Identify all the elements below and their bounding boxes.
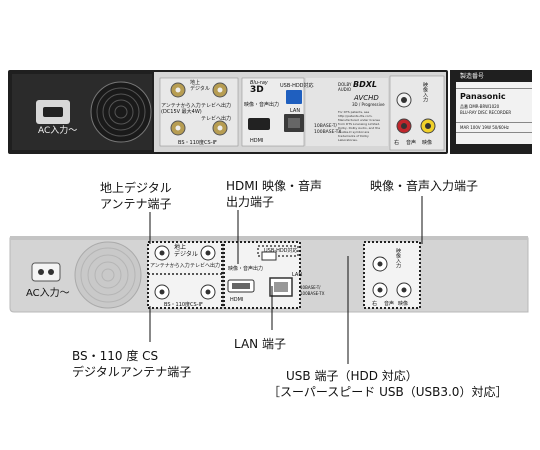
callout-lan: LAN 端子 [234,337,286,351]
photo-bluray-logo: Blu-ray [250,80,268,86]
photo-spec-line: MAR 100V 19W 50/60Hz [460,125,509,130]
diagram-to-tv: テレビへ出力 [190,263,221,269]
diagram-av-in-label: 映像入力 [395,248,401,268]
photo-model-title: 製造番号 [460,73,485,80]
diagram-video-label: 映像 [398,301,409,307]
photo-bluray-3d: 3D [250,85,264,95]
callout-hdmi-line-2: 出力端子 [226,195,275,209]
photo-ac-label: AC入力〜 [38,126,78,136]
callout-av-in: 映像・音声入力端子 [370,179,479,193]
diagram-usb-hdd: USB-HDD対応 [264,248,298,254]
diagram-bs-label: BS・110度CS-IF [164,302,203,308]
photo-lan-spec-1: 10BASE-T/ [314,124,338,129]
diagram-hdmi-av-out: 映像・音声出力 [228,266,264,272]
diagram-terrestrial-top: 地上 [174,244,187,251]
callout-usb-line-1: USB 端子（HDD 対応） [286,369,418,383]
photo-brand-logo: Panasonic [460,92,506,101]
diagram-antenna-in: アンテナから入力 [150,263,190,269]
photo-dolby-audio: AUDIO [338,87,352,92]
callout-usb-line-2: ［スーパースピード USB（USB3.0）対応］ [268,385,508,399]
photo-usb-hdd: USB-HDD対応 [280,83,314,89]
photo-bdxl: BDXL [353,80,378,89]
photo-video-label: 映像 [422,140,433,146]
photo-lan-spec-2: 100BASE-TX [314,130,342,135]
photo-right-label: 右 [394,140,400,146]
diagram-ac-label: AC入力〜 [26,288,70,299]
photo-to-tv-2: テレビへ出力 [201,116,232,122]
callout-terrestrial-line-2: アンテナ端子 [100,197,172,211]
photo-hdmi-label: HDMI [250,138,264,144]
callout-bs-line-1: BS・110 度 CS [72,349,159,363]
photo-dolby: DOLBY [338,82,352,87]
diagram-right-label: 右 [372,301,378,307]
rear-panel-photo: AC入力〜 地上 デジタル アンテナから入力 (DC15V 最大4W) テレビへ… [8,68,532,156]
photo-hdmi-av-out: 映像・音声出力 [244,102,280,108]
diagram-lan-spec-2: 100BASE-TX [300,291,325,296]
callout-terrestrial-line-1: 地上デジタル [100,181,172,195]
photo-avchd-sub: 3D / Progressive [352,102,385,107]
photo-model-line-2: BLU-RAY DISC RECORDER [460,110,512,115]
diagram-terrestrial-bottom: デジタル [174,251,198,258]
photo-antenna-in: アンテナから入力 [161,103,201,109]
photo-lan-label: LAN [290,108,301,114]
diagram-lan-label: LAN [292,272,303,278]
photo-to-tv: テレビへ出力 [201,103,232,109]
photo-antenna-in-sub: (DC15V 最大4W) [161,109,202,115]
diagram-audio-label: 音声 [384,301,395,307]
photo-model-line-1: 品番 DMR-BRW1020 [460,104,500,109]
photo-dts-note: For DTS patents, see http://patents.dts.… [338,110,381,142]
photo-terrestrial-bottom: デジタル [190,86,210,92]
callout-hdmi-line-1: HDMI 映像・音声 [226,179,322,193]
photo-av-in-label: 映像入力 [422,82,428,102]
diagram-hdmi-label: HDMI [230,297,244,303]
photo-audio-label: 音声 [406,140,417,146]
diagram-lan-spec-1: 10BASE-T/ [300,285,321,290]
photo-bs-label: BS・110度CS-IF [178,140,217,146]
callout-bs-line-2: デジタルアンテナ端子 [72,365,192,379]
rear-panel-diagram: AC入力〜 地上 デジタル アンテナから入力 テレビへ出力 BS・110度CS-… [0,230,540,320]
photo-avchd: AVCHD [354,94,379,102]
photo-terrestrial-top: 地上 [190,80,201,86]
